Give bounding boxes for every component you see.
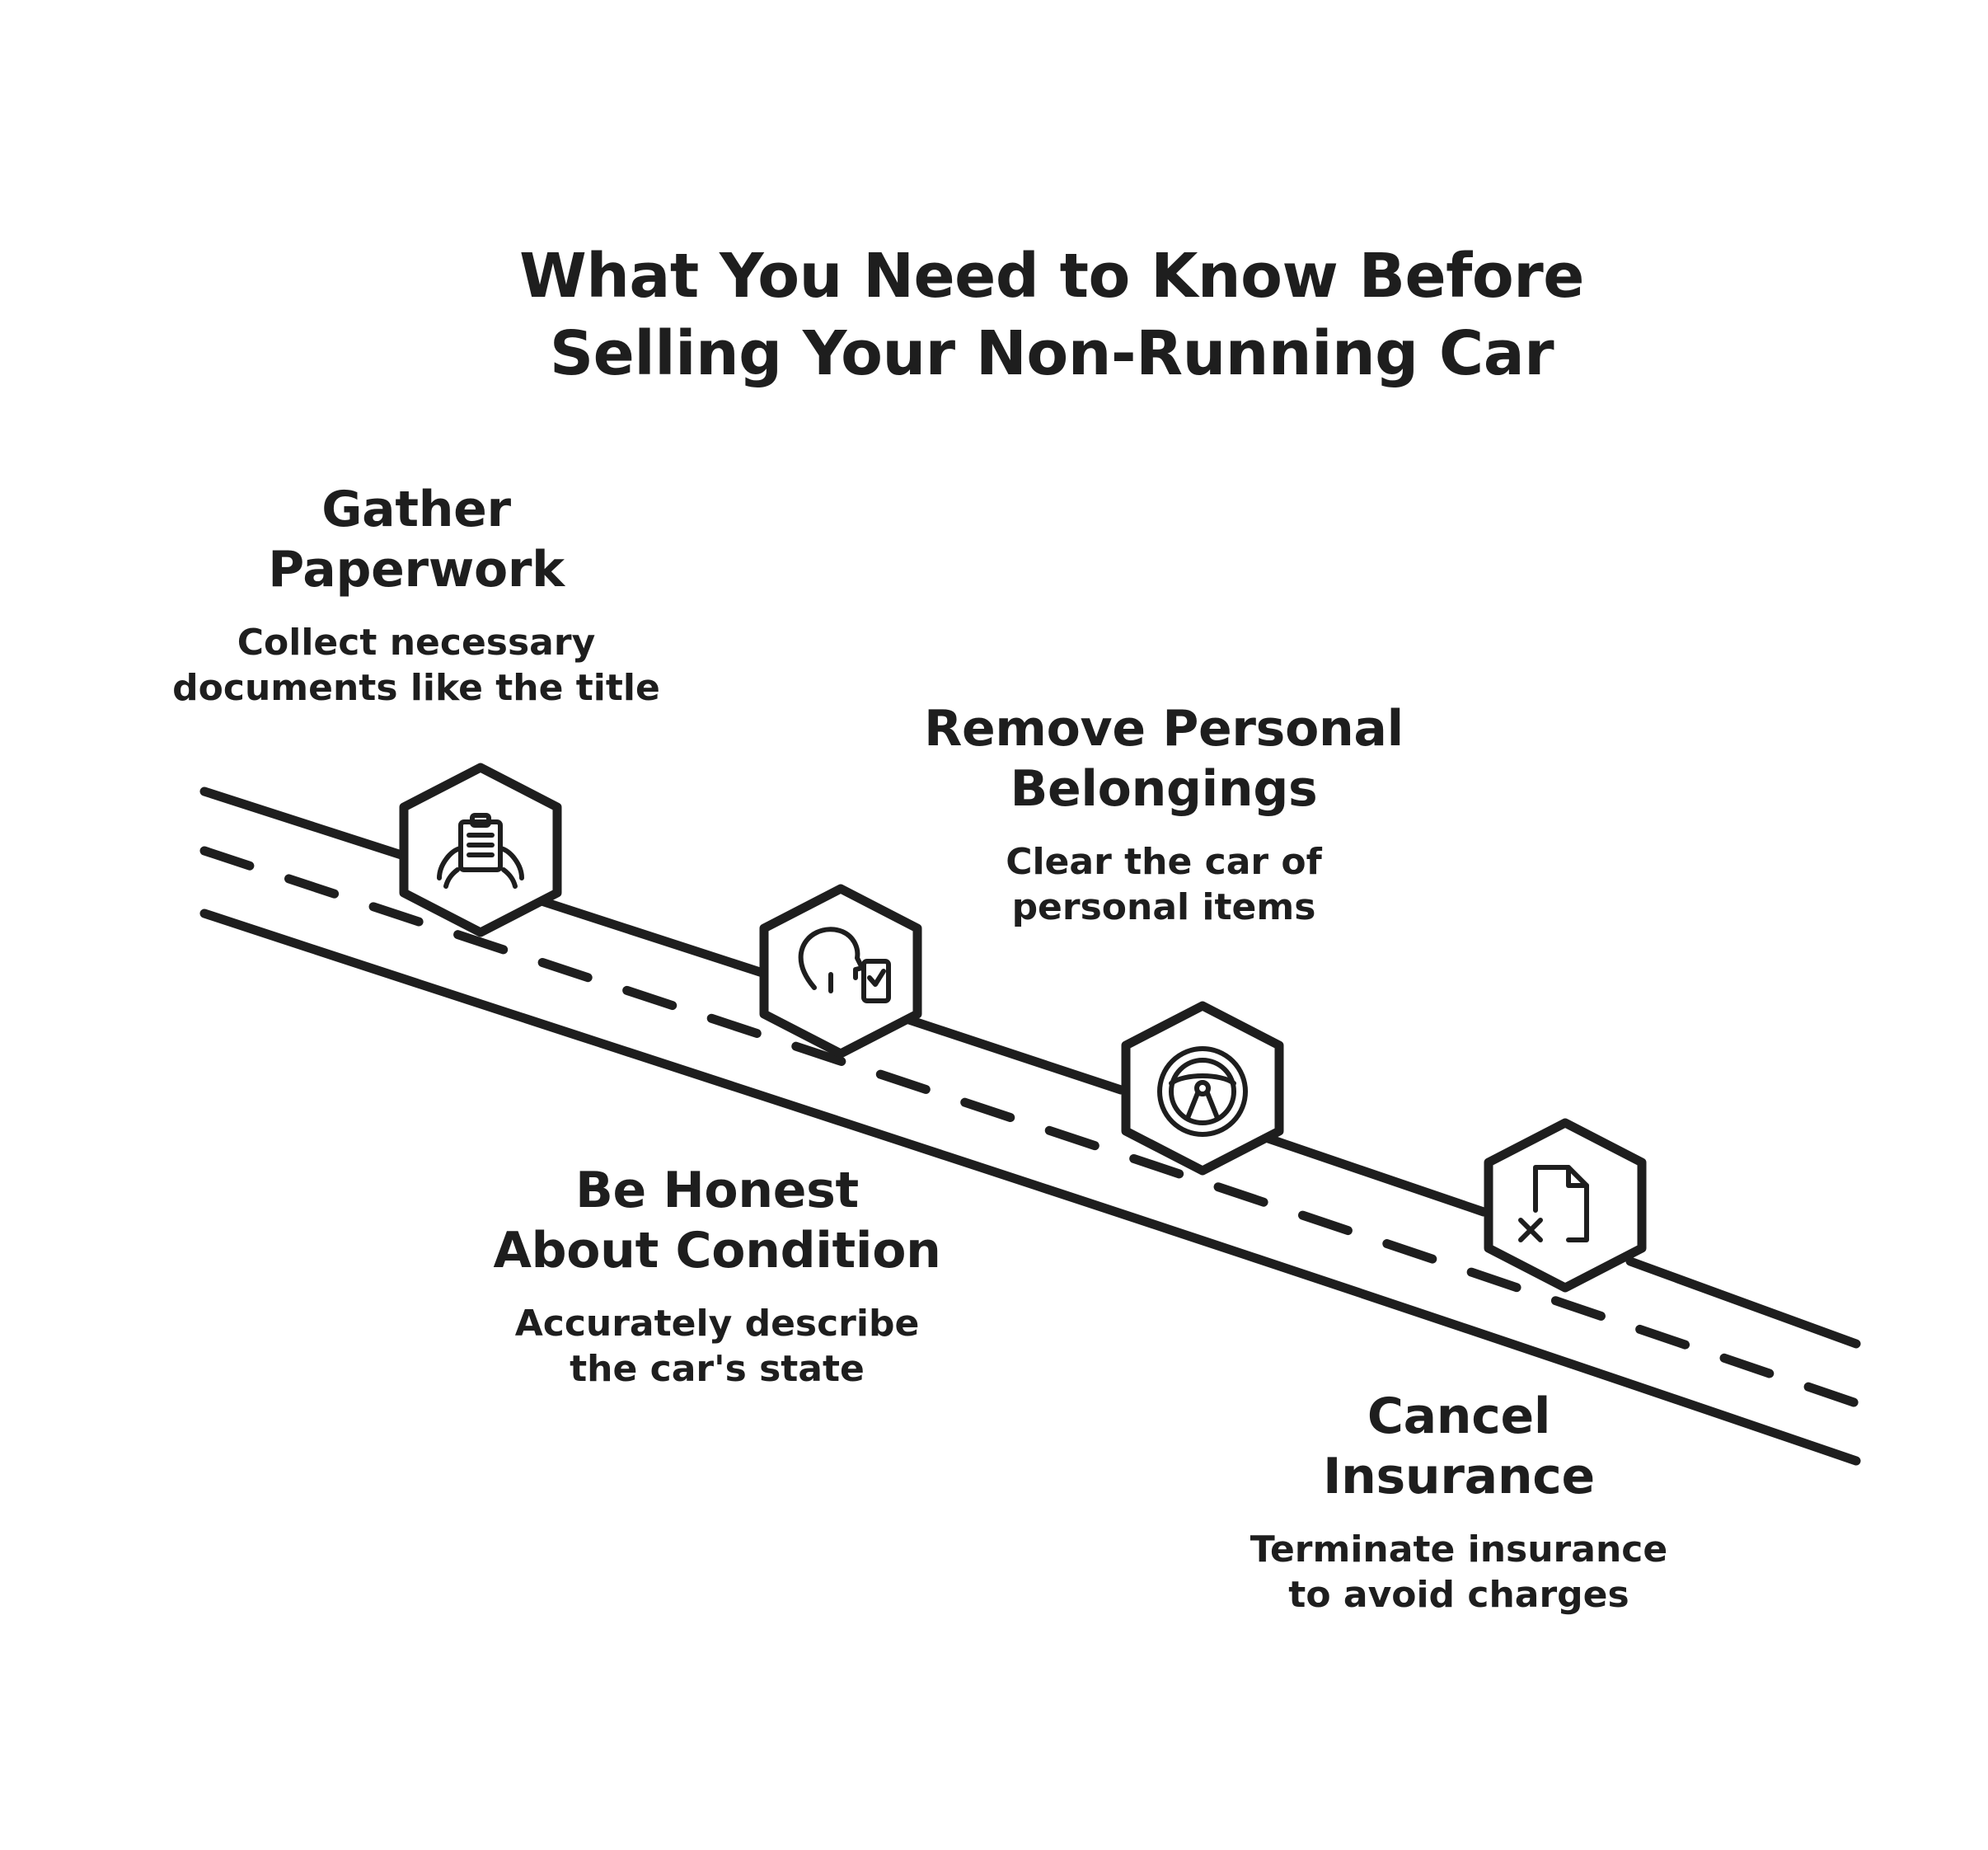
step-heading-line: Paperwork <box>268 541 565 599</box>
step-description-line: Clear the car of <box>1006 841 1322 883</box>
step-heading-line: Gather <box>321 481 511 538</box>
step-description: Terminate insurance to avoid charges <box>1212 1527 1706 1618</box>
step-description-line: Terminate insurance <box>1250 1528 1668 1571</box>
step-description-line: Accurately describe <box>514 1303 920 1345</box>
diagram-title: What You Need to Know Before Selling You… <box>458 237 1645 392</box>
step-description: Collect necessary documents like the tit… <box>169 620 663 711</box>
hexagon-step-2 <box>759 884 922 1059</box>
step-description-line: personal items <box>1011 886 1316 928</box>
step-description: Clear the car of personal items <box>917 839 1411 930</box>
steering-wheel-icon <box>1157 1046 1248 1137</box>
step-description-line: to avoid charges <box>1288 1574 1629 1616</box>
hexagon-step-1 <box>399 763 562 937</box>
step-remove-belongings: Remove Personal Belongings Clear the car… <box>917 699 1411 930</box>
step-heading: Remove Personal Belongings <box>917 699 1411 819</box>
title-line-2: Selling Your Non-Running Car <box>549 318 1554 389</box>
hexagon-step-4 <box>1484 1118 1647 1293</box>
step-gather-paperwork: Gather Paperwork Collect necessary docum… <box>169 480 663 711</box>
step-heading: Gather Paperwork <box>169 480 663 600</box>
road-top-edge <box>199 786 1861 1349</box>
road-center-dashes <box>199 846 1861 1408</box>
step-description-line: Collect necessary <box>237 622 596 664</box>
step-heading-line: About Condition <box>493 1222 941 1280</box>
title-line-1: What You Need to Know Before <box>519 241 1584 312</box>
step-heading: Cancel Insurance <box>1212 1387 1706 1507</box>
step-description-line: documents like the title <box>172 667 660 709</box>
step-be-honest: Be Honest About Condition Accurately des… <box>470 1161 964 1392</box>
step-description: Accurately describe the car's state <box>470 1301 964 1392</box>
step-heading-line: Remove Personal <box>924 700 1404 758</box>
step-description-line: the car's state <box>570 1348 865 1390</box>
step-heading-line: Insurance <box>1323 1448 1595 1505</box>
clipboard-hands-icon <box>437 813 524 889</box>
step-heading-line: Belongings <box>1010 760 1318 818</box>
step-heading-line: Be Honest <box>575 1162 859 1219</box>
road-bottom-edge <box>199 909 1861 1466</box>
step-heading-line: Cancel <box>1367 1388 1551 1445</box>
step-heading: Be Honest About Condition <box>470 1161 964 1281</box>
head-checklist-icon <box>798 927 891 1003</box>
step-cancel-insurance: Cancel Insurance Terminate insurance to … <box>1212 1387 1706 1618</box>
document-cancel-icon <box>1518 1165 1589 1242</box>
hexagon-step-3 <box>1121 1001 1284 1176</box>
